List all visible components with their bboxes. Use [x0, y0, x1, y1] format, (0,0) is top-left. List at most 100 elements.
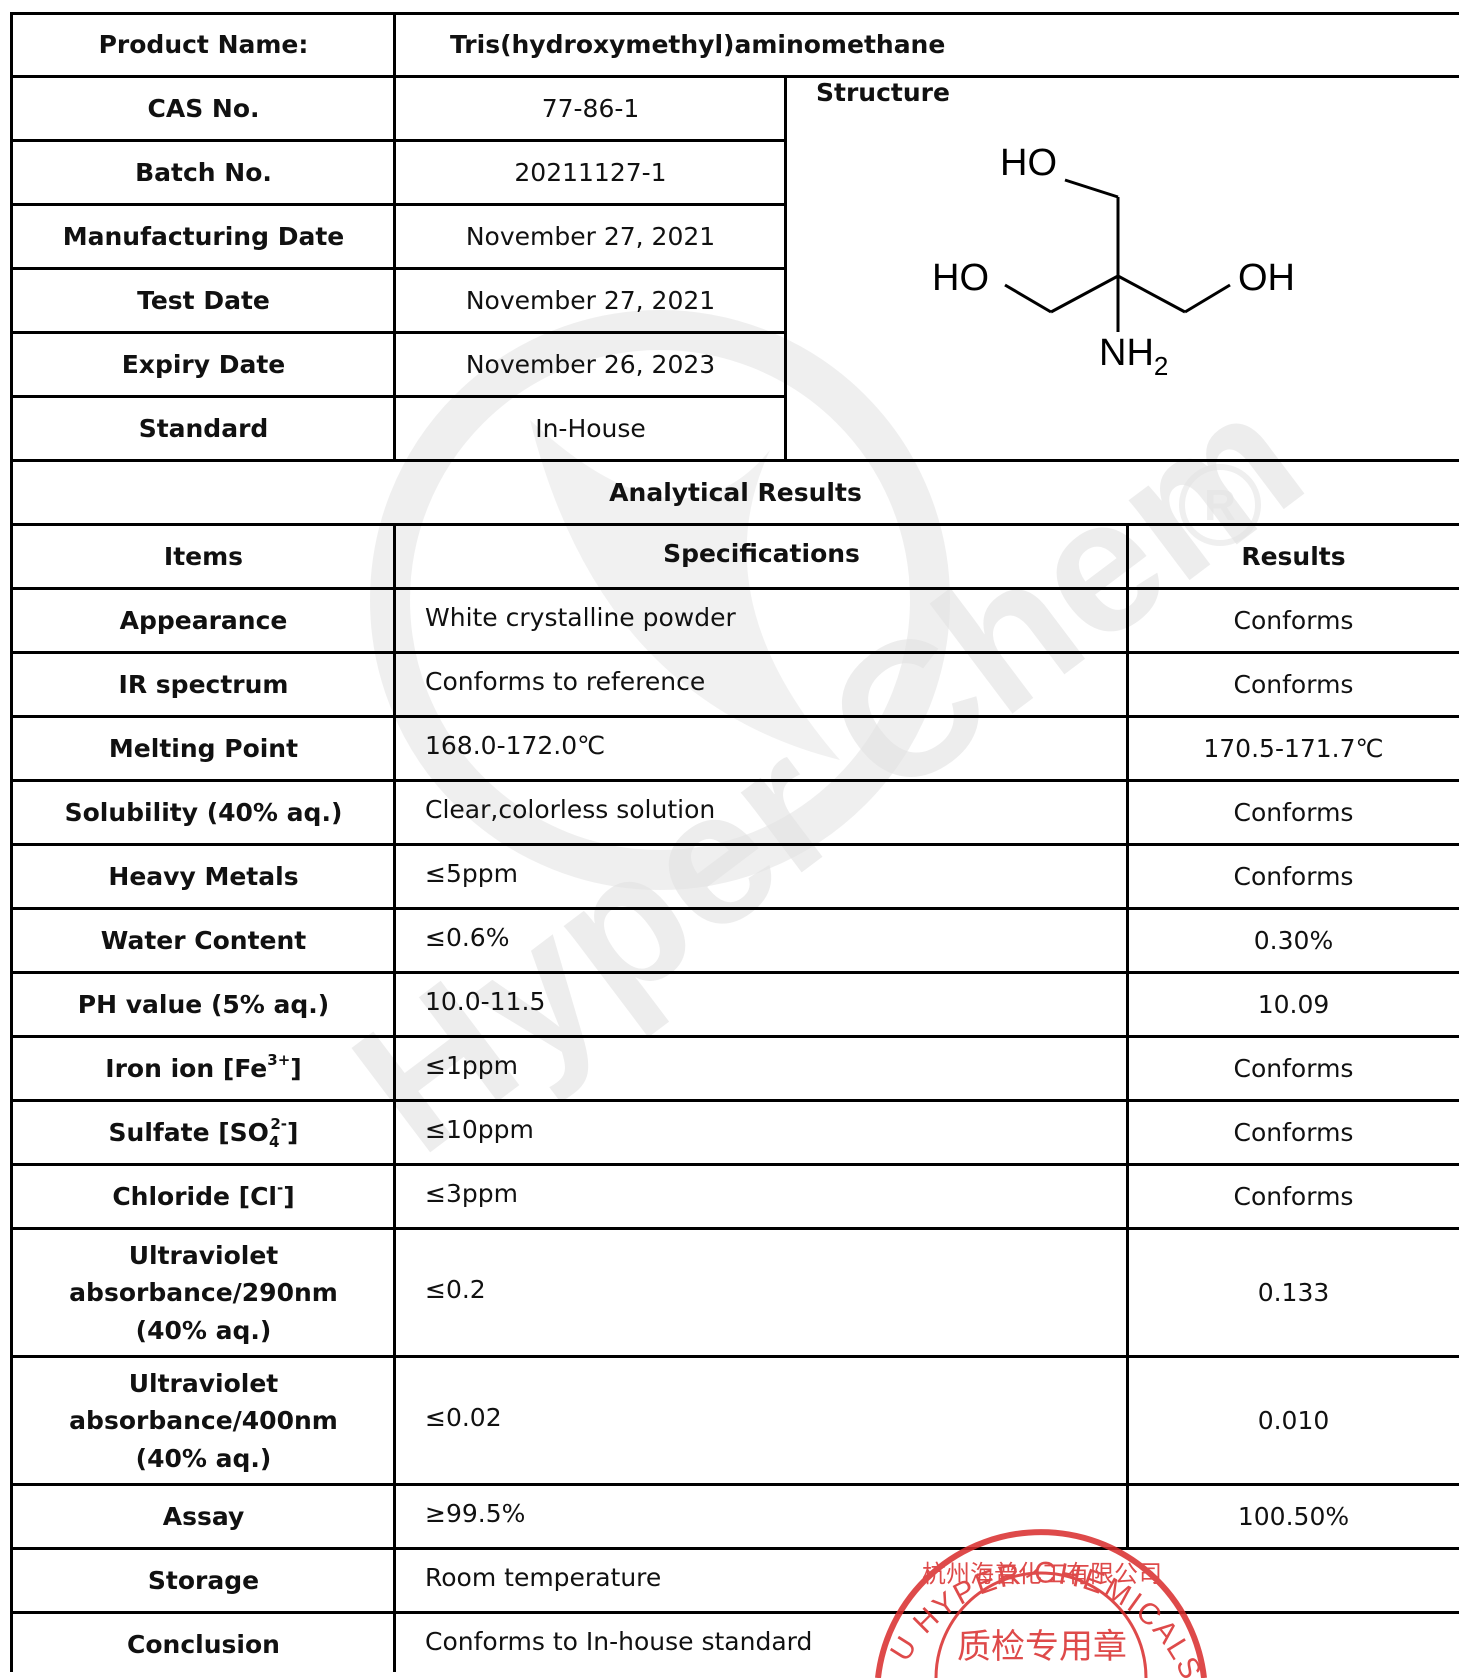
grid-line-v [10, 12, 13, 1672]
grid-line-h [10, 1547, 1459, 1550]
result-item-text: Appearance [120, 603, 288, 639]
result-value: Conforms [1233, 1181, 1354, 1211]
result-item-lines: Ultraviolet absorbance/400nm (40% aq.) [69, 1365, 338, 1478]
result-item-main: Heavy Metals [108, 861, 299, 891]
grid-line-h [10, 651, 1459, 654]
result-item-sup: 3+ [267, 1050, 291, 1069]
result-item: Iron ion [Fe3+] [12, 1037, 395, 1101]
result-item-main: Water Content [100, 925, 307, 955]
grid-line-h [10, 75, 1459, 78]
result-item-text: IR spectrum [119, 667, 289, 703]
product-name-label: Product Name: [98, 30, 309, 60]
result-spec: ≤3ppm [425, 1178, 518, 1208]
grid-line-h [10, 1227, 1459, 1230]
grid-line-v [1126, 523, 1129, 1549]
result-value: Conforms [1233, 797, 1354, 827]
result-spec: ≤0.02 [425, 1402, 502, 1432]
field-label: Standard [138, 413, 269, 443]
grid-line-h [10, 1483, 1459, 1486]
result-item: Ultraviolet absorbance/400nm (40% aq.) [12, 1357, 395, 1485]
result-value: 0.30% [1253, 925, 1334, 955]
result-value: Conforms [1233, 669, 1354, 699]
result-item-main: IR spectrum [118, 669, 289, 699]
result-item-main: Melting Point [108, 733, 299, 763]
grid-line-v [784, 75, 787, 460]
grid-line-h [10, 715, 1459, 718]
result-spec: Conforms to reference [425, 666, 706, 696]
result-value: 170.5-171.7℃ [1203, 733, 1384, 763]
structure-label-bottom: NH2 [1099, 332, 1168, 381]
grid-line-h [10, 1355, 1459, 1358]
field-value: 20211127-1 [514, 157, 667, 187]
result-item-line: absorbance/400nm [69, 1406, 338, 1436]
result-item: Appearance [12, 589, 395, 653]
result-value: 0.010 [1257, 1405, 1330, 1435]
field-value: November 27, 2021 [465, 285, 716, 315]
field-value: November 27, 2021 [465, 221, 716, 251]
grid-line-h [10, 203, 787, 206]
grid-line-h [10, 1611, 1459, 1614]
grid-line-h [10, 1163, 1459, 1166]
result-value: Conforms [1233, 1053, 1354, 1083]
result-item: Assay [12, 1485, 395, 1549]
field-label: Test Date [137, 285, 270, 315]
result-value: 0.133 [1257, 1277, 1330, 1307]
result-spec: ≤0.6% [425, 922, 510, 952]
result-item: Chloride [Cl-] [12, 1165, 395, 1229]
structure-label-right: OH [1238, 257, 1295, 299]
result-item-main: PH value (5% aq.) [77, 989, 330, 1019]
result-item: Sulfate [SO42-] [12, 1101, 395, 1165]
grid-line-h [10, 523, 1459, 526]
result-item-line: Ultraviolet [128, 1240, 279, 1270]
result-item-text: Iron ion [Fe3+] [105, 1051, 301, 1087]
grid-line-v [393, 12, 396, 461]
result-value: Conforms [1233, 1117, 1354, 1147]
grid-line-h [10, 1035, 1459, 1038]
result-item-main: Chloride [Cl [112, 1181, 277, 1211]
result-value: Conforms [1233, 861, 1354, 891]
field-value: November 26, 2023 [465, 349, 716, 379]
structure-label-left: HO [932, 257, 989, 299]
grid-line-h [10, 971, 1459, 974]
analytical-results-title: Analytical Results [609, 478, 862, 508]
structure-label-top: HO [1000, 142, 1057, 184]
footer-value: Conforms to In-house standard [425, 1626, 813, 1656]
result-spec: ≤10ppm [425, 1114, 534, 1144]
grid-line-h [10, 395, 787, 398]
result-spec: 168.0-172.0℃ [425, 730, 606, 760]
result-spec: White crystalline powder [425, 602, 736, 632]
result-item-text: Heavy Metals [108, 859, 298, 895]
footer-value: Room temperature [425, 1562, 662, 1592]
grid-line-h [10, 267, 787, 270]
result-item-text: Water Content [101, 923, 306, 959]
result-item-text: Chloride [Cl-] [112, 1179, 294, 1215]
field-label: Batch No. [135, 157, 272, 187]
result-item-line: (40% aq.) [135, 1443, 272, 1473]
result-item-line: Ultraviolet [128, 1368, 279, 1398]
result-spec: ≤1ppm [425, 1050, 518, 1080]
result-item-tail: ] [287, 1117, 299, 1147]
structure-label: Structure [816, 78, 950, 107]
result-item-tail: ] [290, 1053, 302, 1083]
column-header-items: Items [163, 541, 244, 571]
result-value: 10.09 [1257, 989, 1330, 1019]
result-item-sub: 4 [268, 1132, 280, 1151]
result-item: PH value (5% aq.) [12, 973, 395, 1037]
result-item-main: Appearance [119, 605, 288, 635]
result-item-text: Assay [163, 1499, 245, 1535]
field-label: CAS No. [147, 93, 260, 123]
column-header-results: Results [1241, 541, 1346, 571]
result-item-text: PH value (5% aq.) [78, 987, 329, 1023]
result-item-line: (40% aq.) [135, 1315, 272, 1345]
result-item: Heavy Metals [12, 845, 395, 909]
grid-line-h [10, 907, 1459, 910]
result-spec: ≤5ppm [425, 858, 518, 888]
result-item: Melting Point [12, 717, 395, 781]
field-label: Manufacturing Date [62, 221, 345, 251]
structure-diagram: HO HO OH NH2 [932, 142, 1295, 381]
product-name-value: Tris(hydroxymethyl)aminomethane [450, 30, 946, 60]
result-spec: Clear,colorless solution [425, 794, 716, 824]
